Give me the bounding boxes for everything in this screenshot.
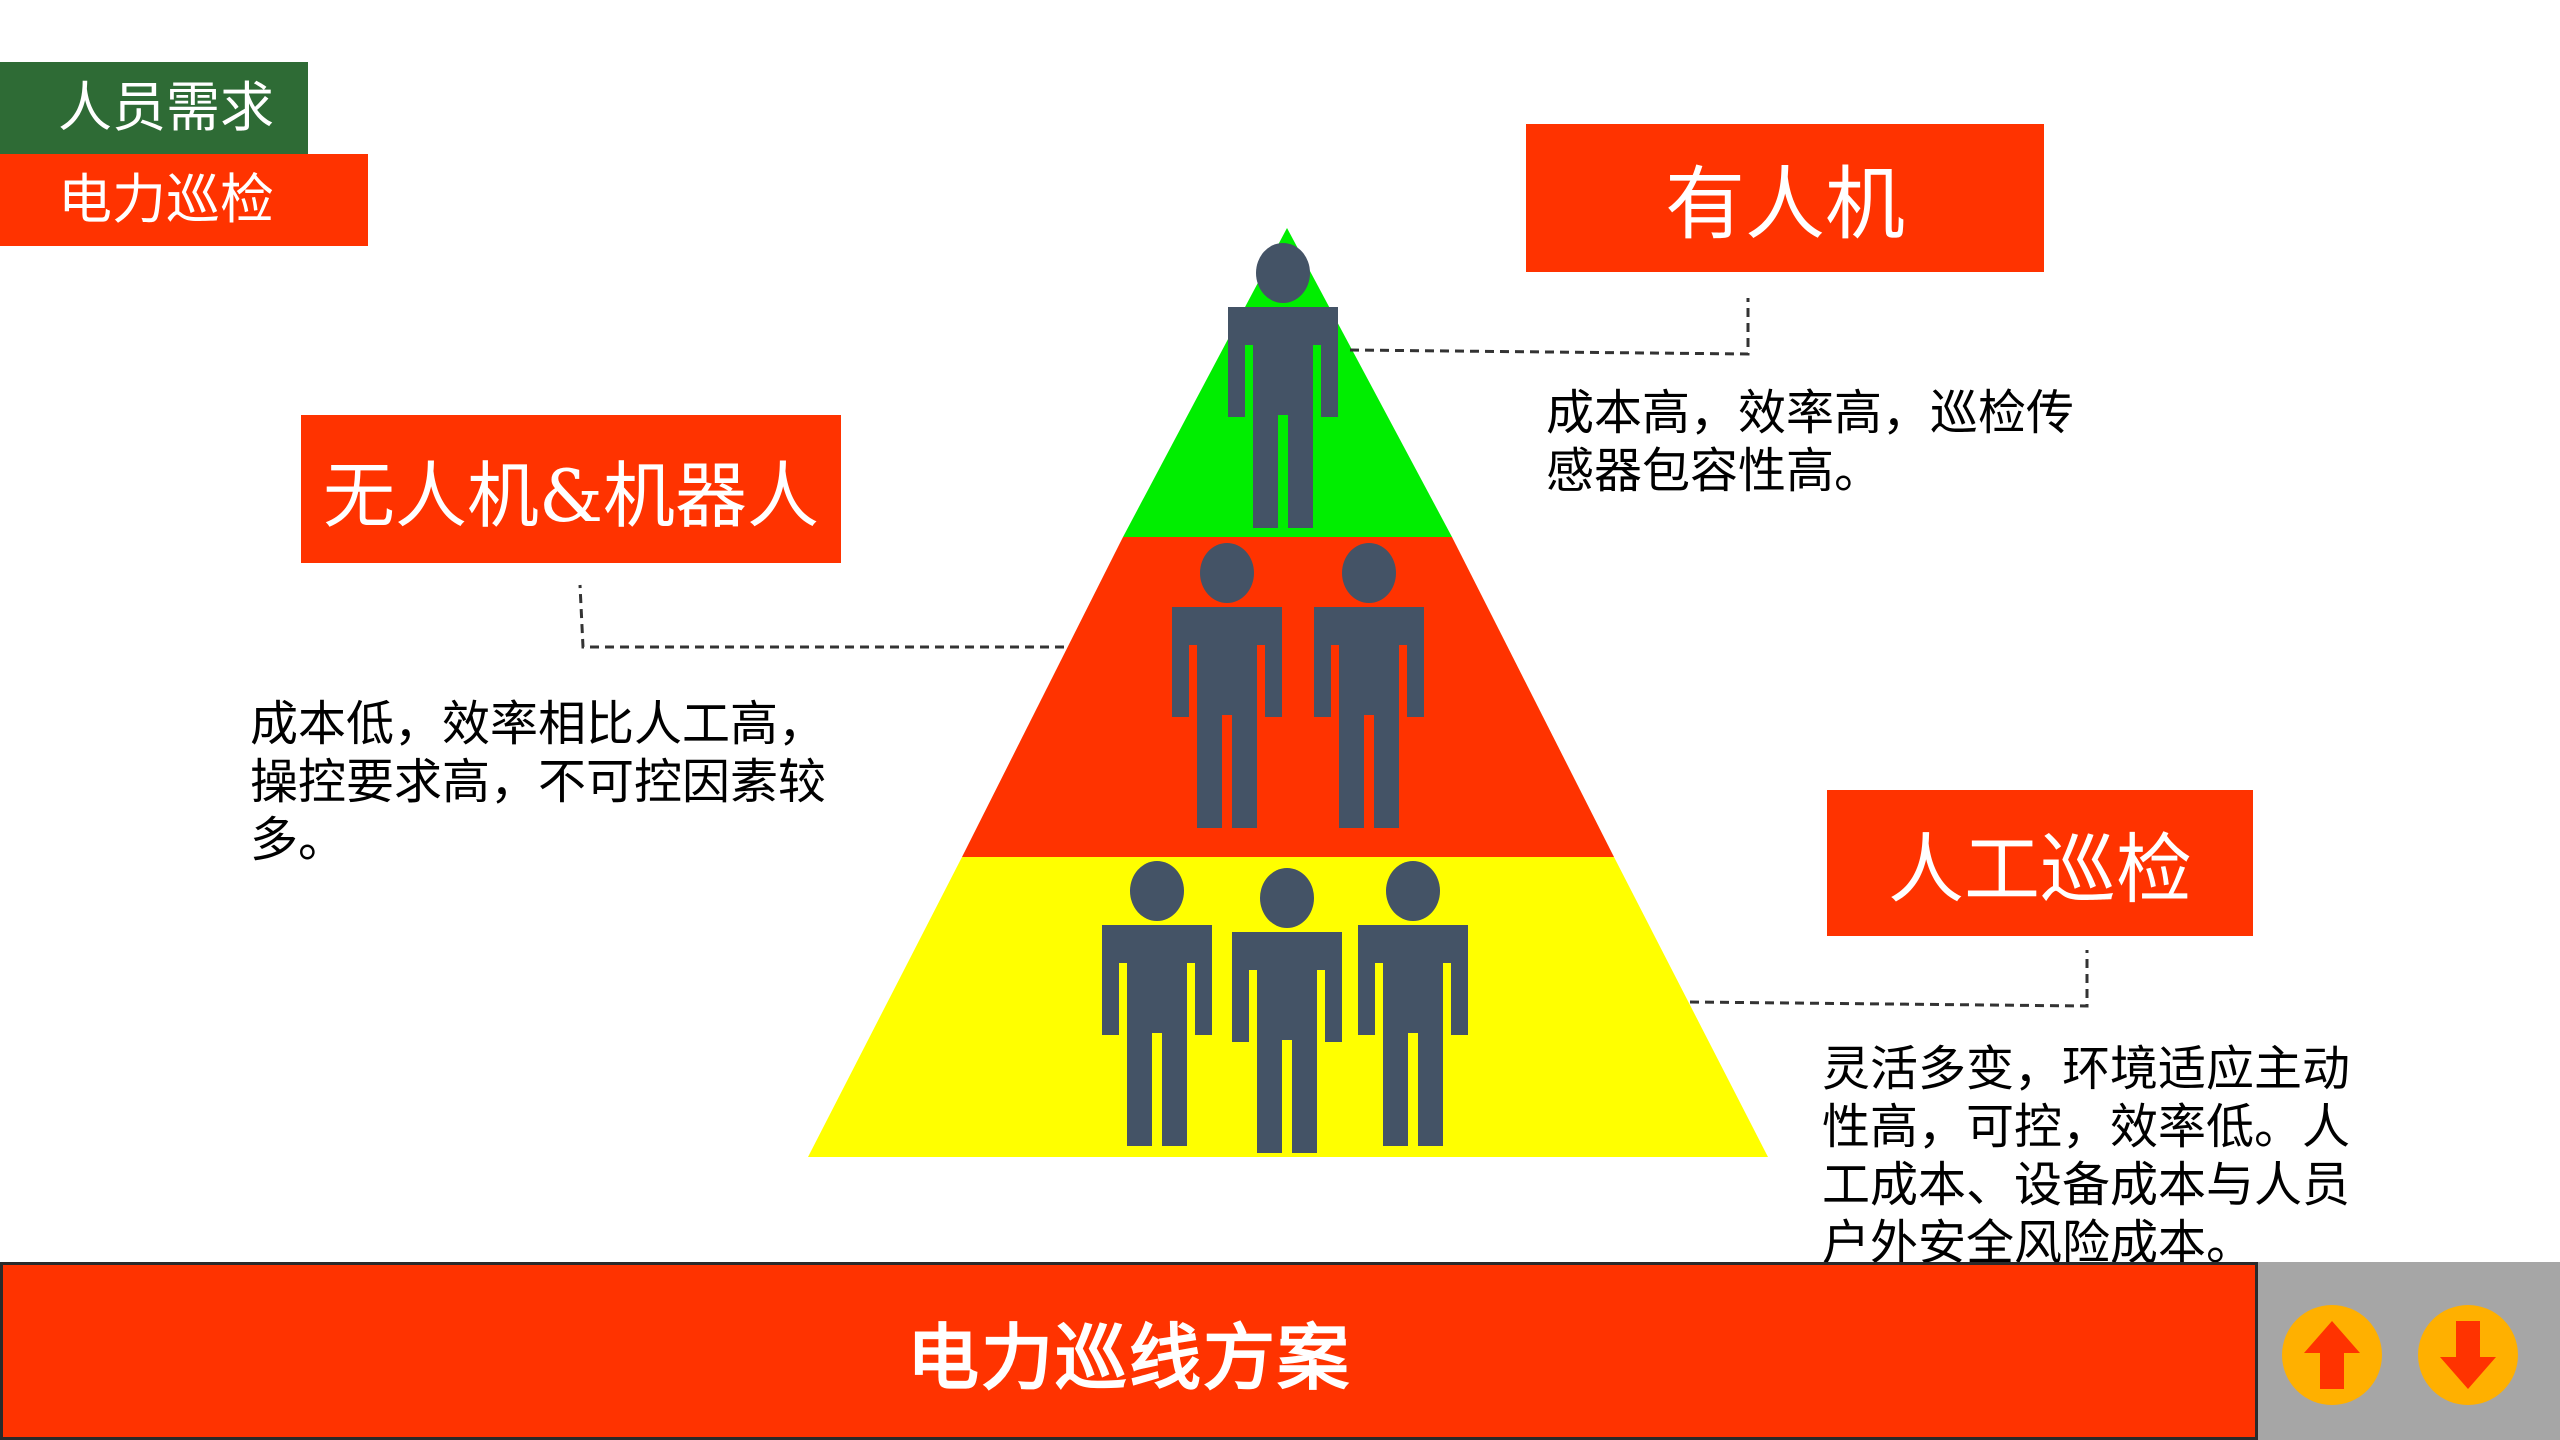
drone-robot-label: 无人机&机器人 xyxy=(301,415,841,563)
manned-aircraft-label: 有人机 xyxy=(1526,124,2044,272)
section-tag-label: 人员需求 xyxy=(58,76,274,139)
manned-aircraft-label-text: 有人机 xyxy=(1665,158,1905,251)
drone-robot-label-text: 无人机&机器人 xyxy=(322,453,820,538)
drone-robot-description: 成本低，效率相比人工高，操控要求高，不可控因素较多。 xyxy=(250,696,827,868)
footer-title: 电力巡线方案 xyxy=(906,1315,1351,1400)
connector-manned xyxy=(1349,298,1750,356)
next-slide-button[interactable] xyxy=(2418,1305,2518,1405)
topic-tag-label: 电力巡检 xyxy=(58,168,274,231)
pyramid-diagram xyxy=(578,228,2089,1157)
slide-nav-panel xyxy=(2258,1262,2560,1440)
arrow-down-icon xyxy=(2440,1321,2496,1389)
manual-inspection-label-text: 人工巡检 xyxy=(1888,825,2192,914)
manned-aircraft-description: 成本高，效率高，巡检传感器包容性高。 xyxy=(1546,385,2075,499)
topic-tag: 电力巡检 xyxy=(0,154,368,246)
footer-bar: 电力巡线方案 xyxy=(0,1262,2258,1440)
previous-slide-button[interactable] xyxy=(2282,1305,2382,1405)
manual-inspection-label: 人工巡检 xyxy=(1827,790,2253,936)
section-tag: 人员需求 xyxy=(0,62,308,154)
manual-inspection-description: 灵活多变，环境适应主动性高，可控，效率低。人工成本、设备成本与人员户外安全风险成… xyxy=(1822,1041,2351,1271)
arrow-up-icon xyxy=(2304,1321,2360,1389)
connector-manual xyxy=(1689,950,2089,1008)
pyramid-tier-middle xyxy=(962,537,1614,857)
connector-drone xyxy=(578,584,1064,649)
